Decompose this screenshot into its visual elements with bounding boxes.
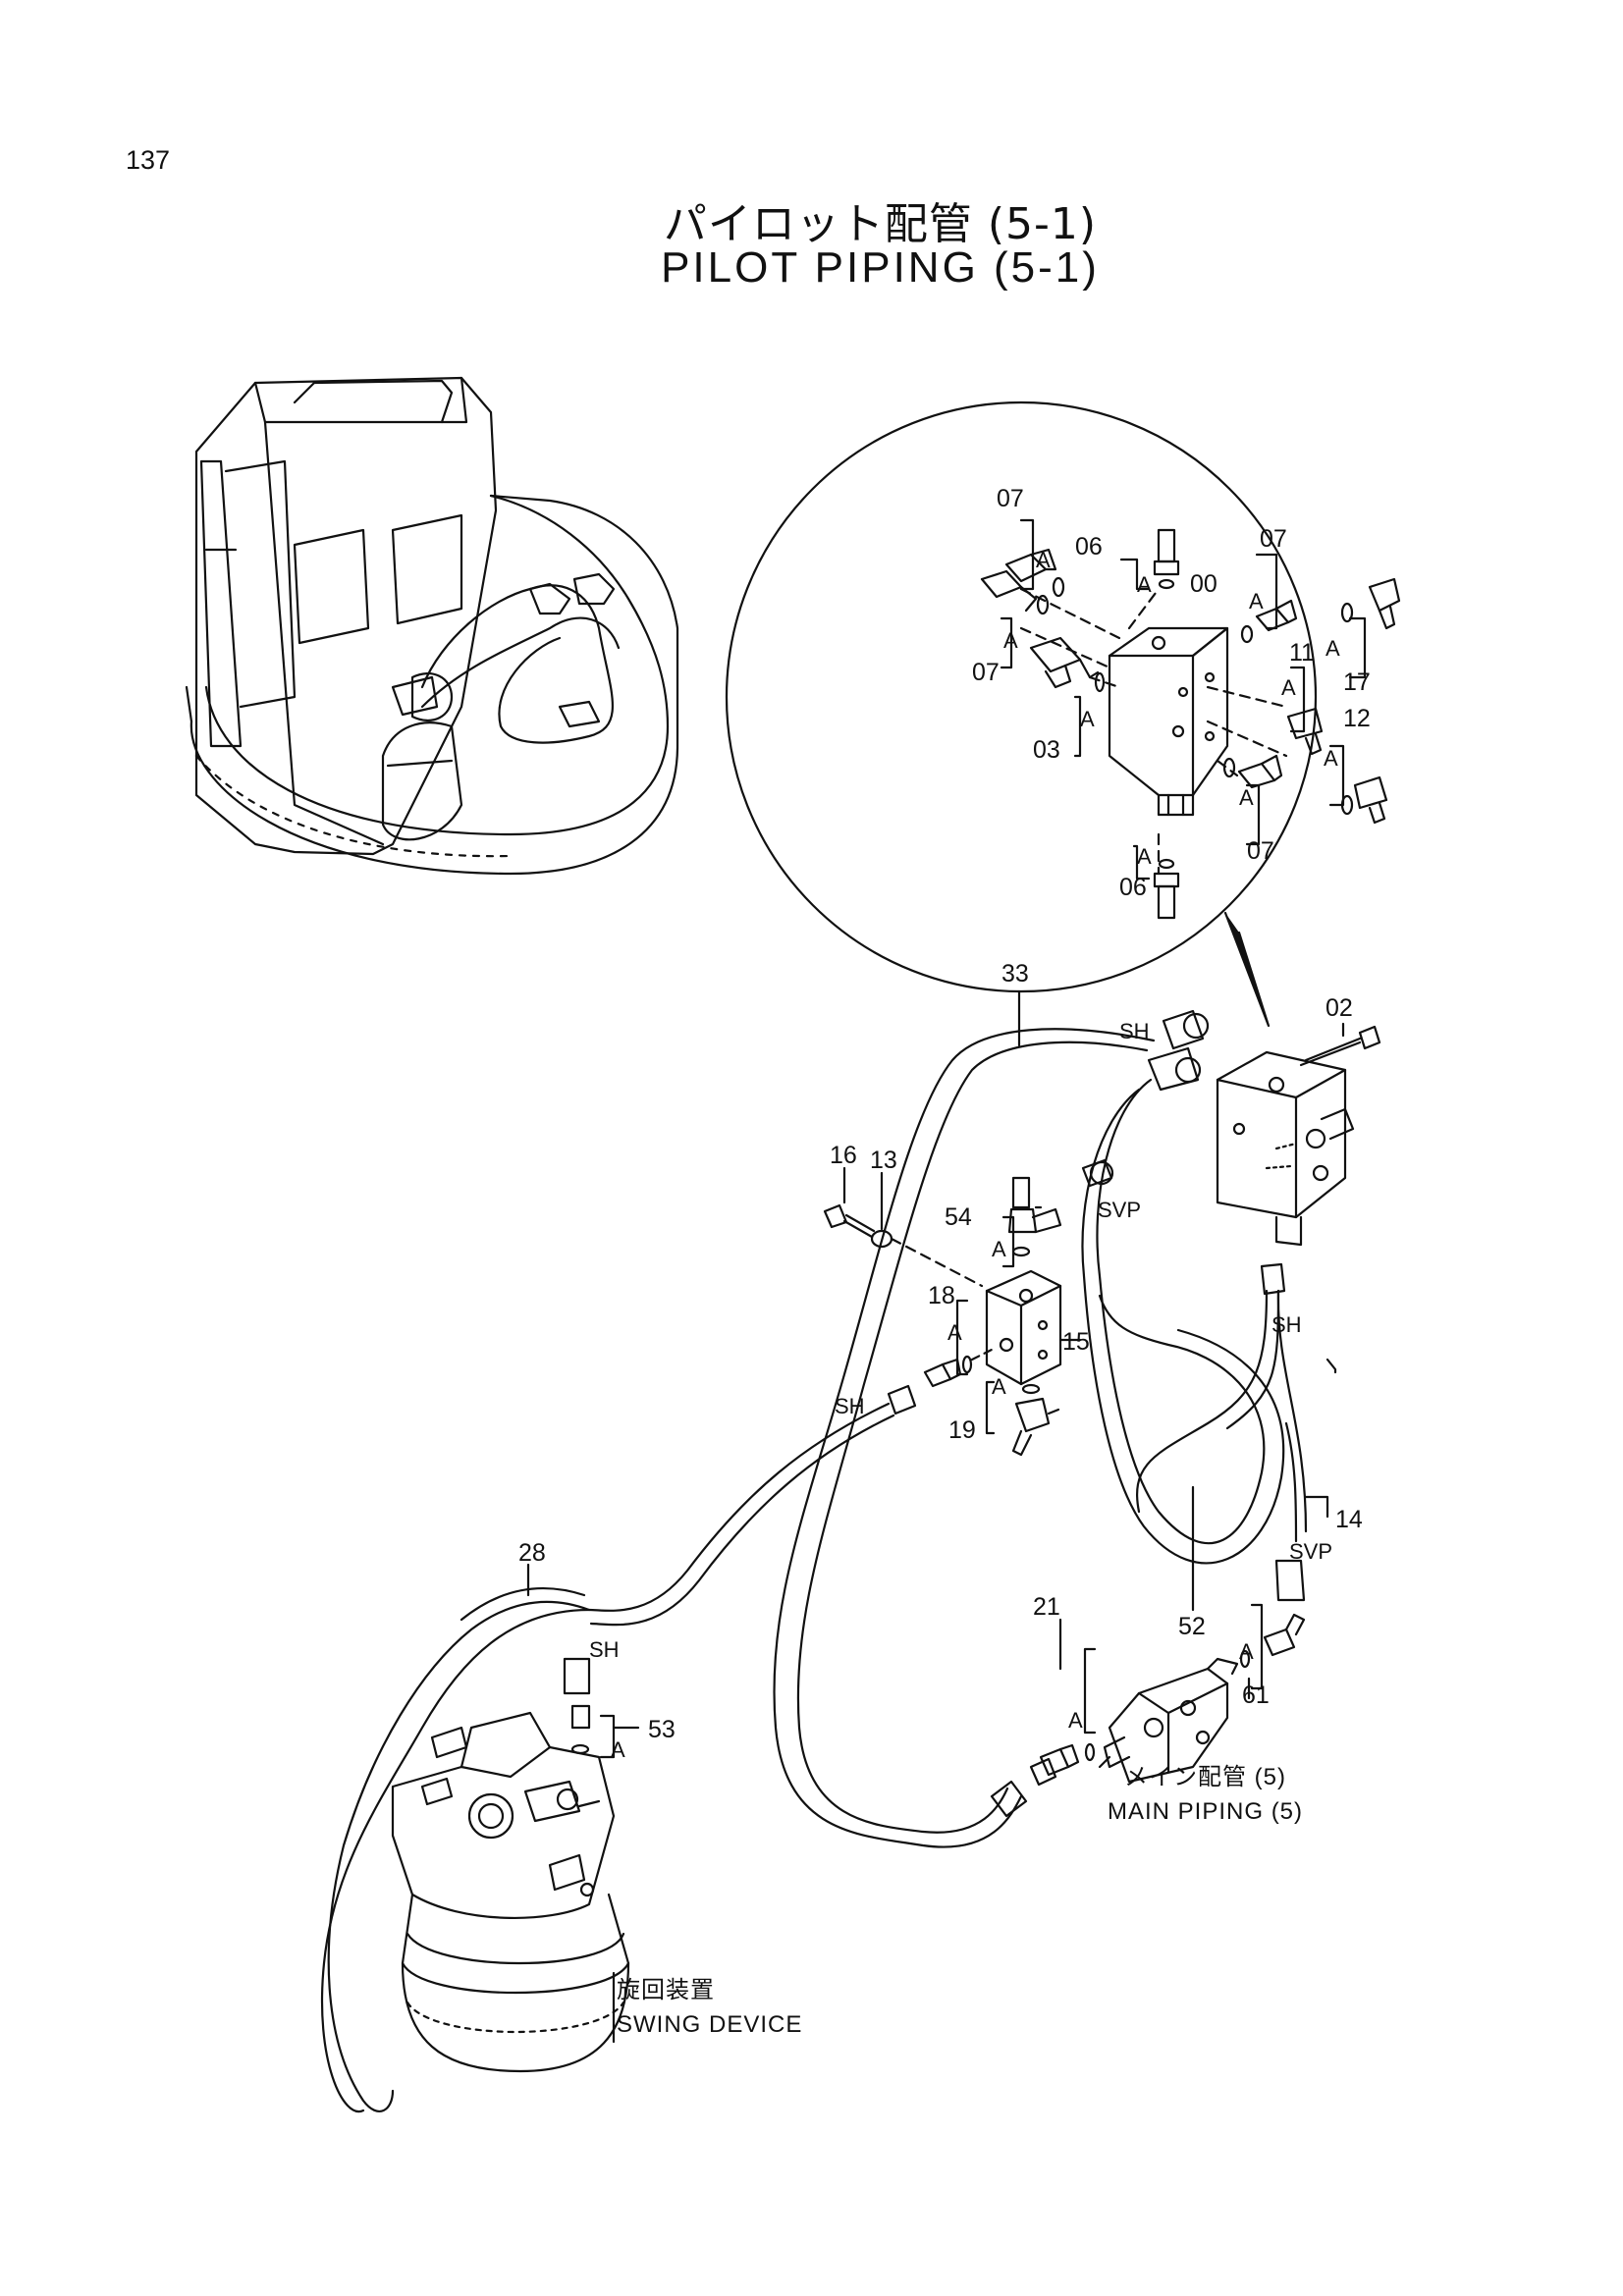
label-33: 33 <box>1001 960 1029 988</box>
label-03: 03 <box>1033 736 1060 764</box>
label-06: 06 <box>1075 533 1103 561</box>
port-label-a: A <box>1080 707 1095 731</box>
hoses <box>320 1028 1308 2113</box>
part-labels: 33 02 16 13 54 18 15 19 14 52 28 21 61 5… <box>518 960 1363 1762</box>
label-14: 14 <box>1335 1506 1363 1533</box>
label-07: 07 <box>972 659 1000 686</box>
port-label-a: A <box>947 1320 962 1345</box>
label-19: 19 <box>948 1416 976 1444</box>
label-61: 61 <box>1242 1682 1270 1709</box>
label-28: 28 <box>518 1539 546 1567</box>
captions: メイン配管 (5) MAIN PIPING (5) 旋回装置 SWING DEV… <box>617 1764 1303 2038</box>
label-13: 13 <box>870 1147 897 1174</box>
label-11: 11 <box>1289 639 1315 667</box>
caption-main-piping-ja: メイン配管 (5) <box>1124 1764 1286 1790</box>
label-17: 17 <box>1343 668 1371 696</box>
port-label-a: A <box>1325 636 1340 661</box>
label-07: 07 <box>1260 525 1287 553</box>
port-label-a: A <box>611 1737 625 1762</box>
label-53: 53 <box>648 1716 676 1743</box>
label-00: 00 <box>1190 570 1217 598</box>
page-number: 137 <box>126 145 171 175</box>
excavator-overview <box>185 376 679 876</box>
hose-fittings <box>563 1009 1306 1818</box>
label-12: 12 <box>1343 705 1371 732</box>
label-06: 06 <box>1119 874 1147 901</box>
title-english: PILOT PIPING (5-1) <box>661 243 1100 292</box>
label-02: 02 <box>1325 994 1353 1022</box>
caption-swing-device-en: SWING DEVICE <box>617 2011 802 2038</box>
swing-device <box>391 1711 630 2073</box>
port-label-a: A <box>1239 1639 1254 1664</box>
port-label-a: A <box>1036 548 1051 572</box>
port-label-a: A <box>992 1237 1006 1261</box>
label-07: 07 <box>1247 837 1274 865</box>
label-15: 15 <box>1062 1328 1090 1356</box>
port-label-svp: SVP <box>1289 1539 1332 1564</box>
caption-main-piping-en: MAIN PIPING (5) <box>1108 1798 1303 1825</box>
port-label-a: A <box>1249 589 1264 614</box>
label-07: 07 <box>997 485 1024 512</box>
label-54: 54 <box>945 1203 972 1231</box>
detail-inset <box>725 400 1401 1028</box>
port-label-a: A <box>1281 675 1296 700</box>
port-label-sh: SH <box>1119 1019 1150 1043</box>
label-18: 18 <box>928 1282 955 1309</box>
port-label-a: A <box>1137 572 1152 597</box>
label-16: 16 <box>830 1142 857 1169</box>
port-label-a: A <box>1003 628 1018 653</box>
port-label-a: A <box>992 1374 1006 1399</box>
port-label-a: A <box>1068 1708 1083 1733</box>
title-japanese: パイロット配管 (5-1) <box>663 199 1098 249</box>
pilot-valve-block <box>1216 1025 1381 1247</box>
caption-swing-device-ja: 旋回装置 <box>617 1977 715 2003</box>
inset-labels: 07 06 00 07 07 11 17 12 03 07 06 A A A A… <box>972 485 1371 901</box>
label-21: 21 <box>1033 1593 1060 1621</box>
port-label-sh: SH <box>835 1394 865 1418</box>
main-control-valve <box>1039 1649 1251 1784</box>
label-52: 52 <box>1178 1613 1206 1640</box>
port-label-a: A <box>1239 785 1254 810</box>
port-label-sh: SH <box>1271 1312 1302 1337</box>
port-label-sh: SH <box>589 1637 620 1662</box>
port-label-a: A <box>1137 844 1152 869</box>
port-label-svp: SVP <box>1098 1198 1141 1222</box>
port-label-a: A <box>1324 746 1338 771</box>
